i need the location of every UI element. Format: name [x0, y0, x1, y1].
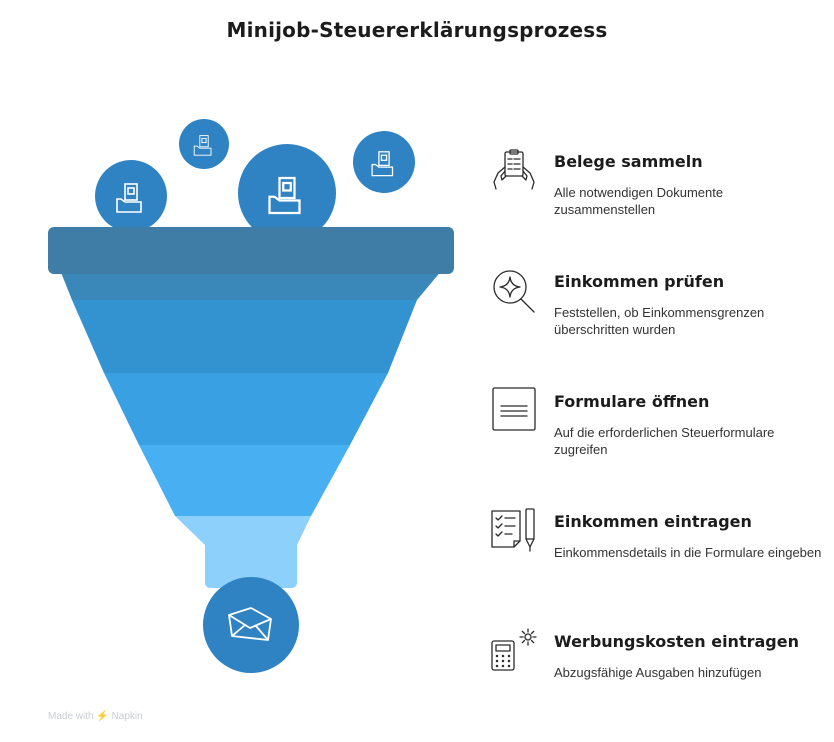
- step-title: Belege sammeln: [554, 152, 703, 171]
- watermark[interactable]: Made with ⚡ Napkin: [48, 711, 143, 722]
- money-hand-icon: [116, 183, 142, 213]
- funnel-layer-1b: [72, 300, 417, 373]
- step-title: Einkommen prüfen: [554, 272, 725, 291]
- step-description: Einkommensdetails in die Formulare einge…: [554, 545, 822, 560]
- step-title: Werbungskosten eintragen: [554, 632, 799, 651]
- envelope-icon: [228, 607, 272, 641]
- step-werbungskosten-eintragen: Werbungskosten eintragen Abzugsfähige Au…: [488, 627, 828, 717]
- input-circle-3: [238, 144, 336, 242]
- step-title: Einkommen eintragen: [554, 512, 752, 531]
- step-belege-sammeln: Belege sammeln Alle notwendigen Dokument…: [488, 147, 828, 237]
- magnifier-sparkle-icon: [493, 270, 535, 313]
- money-hand-icon: [268, 176, 301, 215]
- input-circle-4: [353, 131, 415, 193]
- step-description: Auf die erforderlichen Steuerformulare z…: [554, 425, 775, 457]
- funnel-layer-2: [104, 373, 388, 445]
- input-circle-2: [179, 119, 229, 169]
- step-einkommen-pruefen: Einkommen prüfen Feststellen, ob Einkomm…: [488, 267, 828, 357]
- checklist-pen-icon: [491, 508, 535, 552]
- step-title: Formulare öffnen: [554, 392, 710, 411]
- output-circle: [203, 577, 299, 673]
- funnel-layer-1: [60, 270, 442, 300]
- step-description: Feststellen, ob Einkommensgrenzen übersc…: [554, 305, 765, 337]
- step-formulare-oeffnen: Formulare öffnen Auf die erforderlichen …: [488, 387, 828, 477]
- step-einkommen-eintragen: Einkommen eintragen Einkommensdetails in…: [488, 507, 828, 597]
- input-circle-1: [95, 160, 167, 232]
- page-title: Minijob-Steuererklärungsprozess: [226, 18, 608, 42]
- step-description: Abzugsfähige Ausgaben hinzufügen: [554, 665, 762, 680]
- step-description: Alle notwendigen Dokumente zusammenstell…: [554, 185, 724, 217]
- funnel-layer-3: [139, 445, 350, 516]
- document-hands-icon: [493, 149, 535, 190]
- money-hand-icon: [371, 151, 394, 177]
- funnel-layer-4: [175, 516, 311, 588]
- money-hand-icon: [193, 135, 212, 156]
- form-icon: [492, 387, 536, 431]
- calculator-gear-icon: [491, 628, 537, 671]
- funnel-rim: [48, 227, 454, 274]
